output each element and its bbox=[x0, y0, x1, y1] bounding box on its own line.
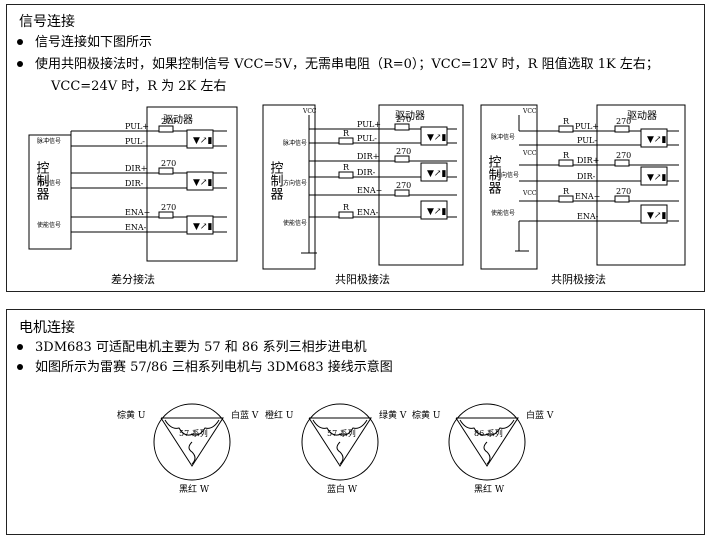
bullet-dot-icon bbox=[17, 363, 23, 370]
bullet-text: 3DM683 可适配电机主要为 57 和 86 系列三相步进电机 bbox=[35, 340, 367, 355]
motor-label-top-left: 棕黄 U bbox=[117, 409, 146, 421]
pin-label: DIR- bbox=[357, 168, 376, 177]
input-label: 方向信号 bbox=[495, 171, 519, 179]
vcc-label: VCC bbox=[522, 190, 537, 197]
diagram-differential: ▼↗▮ ▼↗▮ ▼↗▮ 驱动器 270 270 270 PUL+ PUL- DI… bbox=[28, 106, 238, 286]
caption: 共阴极接法 bbox=[551, 272, 606, 286]
bullet-motor-1: 3DM683 可适配电机主要为 57 和 86 系列三相步进电机 bbox=[17, 339, 367, 357]
motor-label-top-right: 绿黄 V bbox=[379, 409, 407, 421]
vcc-label: VCC bbox=[522, 108, 537, 115]
bullet-text: 使用共阳极接法时，如果控制信号 VCC=5V，无需串电阻（R=0）；VCC=12… bbox=[35, 57, 659, 72]
motor-label-top-left: 棕黄 U bbox=[412, 409, 441, 421]
resistor-r-label: R bbox=[343, 163, 350, 172]
bullet-text: 信号连接如下图所示 bbox=[35, 35, 153, 50]
controller-label: 控制器 bbox=[34, 161, 50, 201]
resistor-r-label: R bbox=[563, 117, 570, 126]
motor-diagram-3: 棕黄 U 白蓝 V 黑红 W 86 系列 bbox=[412, 403, 554, 495]
input-label: 使能信号 bbox=[491, 209, 515, 217]
resistor-label: 270 bbox=[161, 203, 176, 212]
motor-connection-section: 电机连接 3DM683 可适配电机主要为 57 和 86 系列三相步进电机 如图… bbox=[6, 309, 705, 535]
input-label: 脉冲信号 bbox=[37, 137, 61, 145]
pin-label: DIR+ bbox=[125, 164, 147, 173]
motor-series: 57 系列 bbox=[327, 428, 356, 438]
bullet-text: 如图所示为雷赛 57/86 三相系列电机与 3DM683 接线示意图 bbox=[35, 360, 393, 375]
svg-text:▼↗▮: ▼↗▮ bbox=[427, 169, 446, 179]
pin-label: PUL+ bbox=[125, 122, 149, 131]
pin-label: DIR+ bbox=[577, 156, 599, 165]
pin-label: ENA- bbox=[577, 212, 599, 221]
bullet-signal-2: 使用共阳极接法时，如果控制信号 VCC=5V，无需串电阻（R=0）；VCC=12… bbox=[17, 56, 659, 74]
svg-text:▼↗▮: ▼↗▮ bbox=[193, 136, 212, 146]
bullet-dot-icon bbox=[17, 38, 23, 45]
input-label: 方向信号 bbox=[283, 179, 307, 187]
signal-connection-section: 信号连接 信号连接如下图所示 使用共阳极接法时，如果控制信号 VCC=5V，无需… bbox=[6, 4, 705, 292]
pin-label: PUL+ bbox=[357, 120, 381, 129]
motor-label-top-right: 白蓝 V bbox=[231, 409, 259, 421]
driver-label: 驱动器 bbox=[163, 114, 193, 126]
bullet-motor-2: 如图所示为雷赛 57/86 三相系列电机与 3DM683 接线示意图 bbox=[17, 359, 393, 377]
bullet-signal-1: 信号连接如下图所示 bbox=[17, 34, 152, 52]
motor-label-top-left: 橙红 U bbox=[265, 409, 294, 421]
svg-text:▼↗▮: ▼↗▮ bbox=[647, 211, 666, 221]
bullet-dot-icon bbox=[17, 60, 23, 67]
resistor-r-label: R bbox=[563, 151, 570, 160]
pin-label: DIR+ bbox=[357, 152, 379, 161]
motor-label-bottom: 蓝白 W bbox=[327, 483, 358, 495]
section-title-signal: 信号连接 bbox=[19, 14, 75, 30]
pin-label: DIR- bbox=[577, 172, 596, 181]
svg-text:▼↗▮: ▼↗▮ bbox=[193, 222, 212, 232]
section-title-motor: 电机连接 bbox=[19, 320, 75, 336]
pin-label: ENA- bbox=[357, 208, 379, 217]
resistor-r-label: R bbox=[343, 129, 350, 138]
pin-label: PUL- bbox=[125, 137, 145, 146]
motor-label-bottom: 黑红 W bbox=[179, 483, 210, 495]
diagram-common-cathode: ▼↗▮ ▼↗▮ ▼↗▮ 驱动器 VCC VCC VCC R R R 270 27… bbox=[480, 104, 686, 286]
motor-diagram-2: 橙红 U 绿黄 V 蓝白 W 57 系列 bbox=[265, 403, 407, 495]
input-label: 方向信号 bbox=[37, 179, 61, 187]
vcc-label: VCC bbox=[302, 108, 317, 115]
input-label: 脉冲信号 bbox=[283, 139, 307, 147]
motor-diagram-1: 棕黄 U 白蓝 V 黑红 W 57 系列 bbox=[117, 403, 259, 495]
motor-series: 57 系列 bbox=[179, 428, 208, 438]
pin-label: ENA+ bbox=[357, 186, 382, 195]
driver-label: 驱动器 bbox=[395, 110, 425, 122]
bullet-dot-icon bbox=[17, 343, 23, 350]
svg-text:▼↗▮: ▼↗▮ bbox=[427, 133, 446, 143]
resistor-label: 270 bbox=[161, 117, 176, 126]
resistor-r-label: R bbox=[563, 187, 570, 196]
input-label: 使能信号 bbox=[37, 221, 61, 229]
pin-label: PUL- bbox=[577, 136, 597, 145]
bullet-signal-2-continued: VCC=24V 时，R 为 2K 左右 bbox=[51, 79, 227, 94]
caption: 差分接法 bbox=[111, 272, 155, 286]
svg-text:▼↗▮: ▼↗▮ bbox=[647, 135, 666, 145]
vcc-label: VCC bbox=[522, 150, 537, 157]
pin-label: ENA+ bbox=[575, 192, 600, 201]
motor-series: 86 系列 bbox=[474, 428, 503, 438]
resistor-label: 270 bbox=[396, 181, 411, 190]
input-label: 使能信号 bbox=[283, 219, 307, 227]
pin-label: DIR- bbox=[125, 179, 144, 188]
input-label: 脉冲信号 bbox=[491, 133, 515, 141]
controller-label: 控制器 bbox=[268, 161, 284, 201]
driver-label: 驱动器 bbox=[627, 110, 657, 122]
motor-label-bottom: 黑红 W bbox=[474, 483, 505, 495]
svg-text:▼↗▮: ▼↗▮ bbox=[193, 178, 212, 188]
resistor-label: 270 bbox=[396, 115, 411, 124]
controller-label: 控制器 bbox=[486, 155, 502, 195]
resistor-label: 270 bbox=[616, 117, 631, 126]
resistor-label: 270 bbox=[161, 159, 176, 168]
pin-label: ENA+ bbox=[125, 208, 150, 217]
motor-label-top-right: 白蓝 V bbox=[526, 409, 554, 421]
resistor-label: 270 bbox=[396, 147, 411, 156]
pin-label: PUL+ bbox=[575, 122, 599, 131]
resistor-label: 270 bbox=[616, 187, 631, 196]
diagram-common-anode: ▼↗▮ ▼↗▮ ▼↗▮ 驱动器 VCC R R R 270 270 270 PU… bbox=[262, 104, 464, 286]
caption: 共阳极接法 bbox=[335, 272, 390, 286]
pin-label: ENA- bbox=[125, 223, 147, 232]
svg-text:▼↗▮: ▼↗▮ bbox=[647, 173, 666, 183]
svg-text:▼↗▮: ▼↗▮ bbox=[427, 207, 446, 217]
resistor-r-label: R bbox=[343, 203, 350, 212]
pin-label: PUL- bbox=[357, 134, 377, 143]
resistor-label: 270 bbox=[616, 151, 631, 160]
